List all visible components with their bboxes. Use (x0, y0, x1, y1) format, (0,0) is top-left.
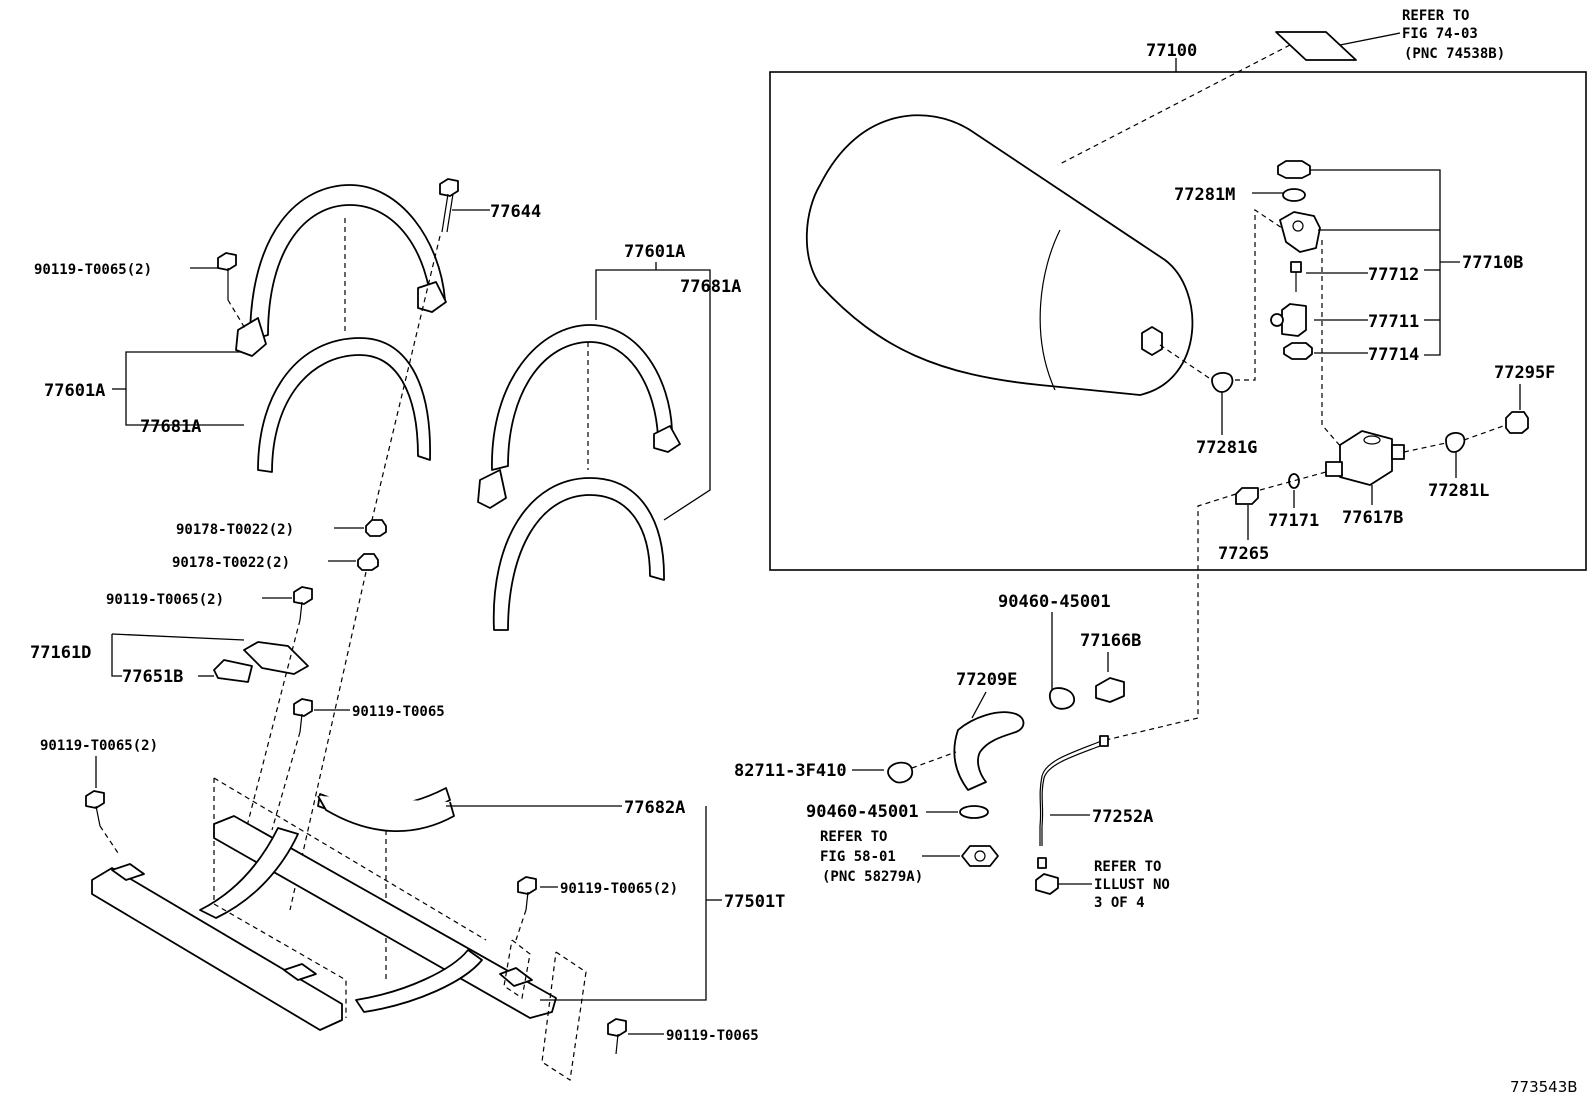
svg-text:3 OF 4: 3 OF 4 (1094, 895, 1145, 911)
label-77161D: 77161D (30, 643, 91, 663)
svg-text:REFER TO: REFER TO (1402, 8, 1469, 24)
bolt-90119-mid (293, 586, 313, 621)
band-77601A-left (235, 184, 447, 357)
grommet-77166B (1095, 677, 1125, 703)
label-90460-45001-top: 90460-45001 (998, 592, 1111, 612)
label-77714: 77714 (1368, 345, 1419, 365)
label-77166B: 77166B (1080, 631, 1141, 651)
label-90460-45001-bottom: 90460-45001 (806, 802, 919, 822)
svg-text:FIG 58-01: FIG 58-01 (820, 849, 896, 865)
nut-90178-a (365, 519, 387, 537)
label-90119-t0065-2-mid: 90119-T0065(2) (106, 592, 224, 608)
pipe-77252A (1039, 739, 1105, 846)
label-90178-t0022-2-b: 90178-T0022(2) (172, 555, 290, 571)
label-77682A: 77682A (624, 798, 685, 818)
svg-text:REFER TO: REFER TO (820, 829, 887, 845)
reference-arrow (1275, 31, 1357, 61)
label-77711: 77711 (1368, 312, 1419, 332)
band-77681A-left (257, 337, 431, 473)
label-77644: 77644 (490, 202, 541, 222)
valve-assembly (1270, 160, 1321, 360)
hose-77209E (953, 711, 1025, 791)
label-77651B: 77651B (122, 667, 183, 687)
label-90119-t0065-2-top: 90119-T0065(2) (34, 262, 152, 278)
label-82711-3f410: 82711-3F410 (734, 761, 847, 781)
hose-clamp-bottom (959, 805, 989, 819)
tank-assembly-box (769, 71, 1587, 571)
band-77682A (317, 787, 455, 832)
frame-77501T (91, 815, 557, 1031)
label-77171: 77171 (1268, 511, 1319, 531)
bolt-90119-frame (517, 876, 537, 911)
label-90119-t0065-2-frame: 90119-T0065(2) (560, 881, 678, 897)
svg-text:(PNC 58279A): (PNC 58279A) (822, 869, 923, 885)
label-90178-t0022-2-a: 90178-T0022(2) (176, 522, 294, 538)
reference-illust-3-of-4: REFER TO ILLUST NO 3 OF 4 (1094, 859, 1170, 911)
band-77601A-right (477, 324, 681, 509)
label-77281G: 77281G (1196, 438, 1257, 458)
svg-text:ILLUST NO: ILLUST NO (1094, 877, 1170, 893)
fitting-77265: 77265 (1218, 487, 1269, 564)
hose-clamp-top (1048, 687, 1075, 710)
label-77681A-left: 77681A (140, 417, 201, 437)
label-77681A-right: 77681A (680, 277, 741, 297)
label-77601A-left: 77601A (44, 381, 105, 401)
reference-fig-74-03: REFER TO FIG 74-03 (PNC 74538B) (1402, 8, 1505, 62)
label-77617B: 77617B (1342, 508, 1403, 528)
nut-90178-b (357, 553, 379, 571)
washer-77171 (1288, 473, 1300, 489)
label-77100: 77100 (1146, 41, 1197, 61)
label-77281L: 77281L (1428, 481, 1489, 501)
clamp-77281L (1445, 432, 1466, 453)
label-77209E: 77209E (956, 670, 1017, 690)
clamp-77281G: 77281G (1159, 344, 1257, 458)
label-90119-t0065-a: 90119-T0065 (352, 704, 445, 720)
svg-text:REFER TO: REFER TO (1094, 859, 1161, 875)
figure-code: 773543B (1510, 1078, 1578, 1096)
pad-77651B (213, 659, 253, 683)
label-77710B: 77710B (1462, 253, 1523, 273)
band-77681A-right (492, 477, 665, 631)
svg-text:FIG 74-03: FIG 74-03 (1402, 26, 1478, 42)
label-77295F: 77295F (1494, 363, 1555, 383)
fitting-58279A (961, 845, 999, 867)
tee-77617B: 77617B (1325, 430, 1405, 528)
label-90119-t0065-b: 90119-T0065 (666, 1028, 759, 1044)
gas-tank (805, 114, 1194, 396)
fitting-illust-3 (1035, 873, 1059, 895)
label-77252A: 77252A (1092, 807, 1153, 827)
label-77712: 77712 (1368, 265, 1419, 285)
clamp-82711 (887, 761, 914, 784)
bolt-90119-single-a (293, 698, 313, 733)
label-77265: 77265 (1218, 544, 1269, 564)
label-90119-t0065-2-left: 90119-T0065(2) (40, 738, 158, 754)
bolt-77644 (439, 178, 459, 233)
bracket-77161D (243, 641, 309, 675)
label-77501T: 77501T (724, 892, 785, 912)
label-77601A-right: 77601A (624, 242, 685, 262)
bolt-90119-single-b (607, 1018, 627, 1055)
cap-77295F (1505, 411, 1529, 434)
reference-fig-58-01: REFER TO FIG 58-01 (PNC 58279A) (820, 829, 923, 885)
bolt-90119-left (85, 790, 105, 827)
bolt-90119-top (217, 252, 247, 331)
label-77281M: 77281M (1174, 185, 1235, 205)
svg-text:(PNC 74538B): (PNC 74538B) (1404, 46, 1505, 62)
